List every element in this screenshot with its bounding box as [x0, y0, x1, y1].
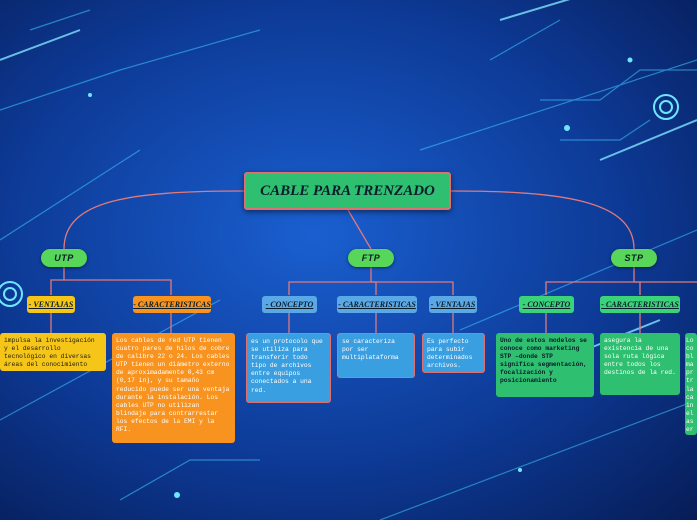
stp-concepto-tag[interactable]: - CONCEPTO	[519, 296, 574, 313]
utp-caracteristicas-tag[interactable]: - CARACTERISTICAS	[133, 296, 211, 313]
root-node-title[interactable]: CABLE PARA TRENZADO	[244, 172, 451, 210]
stp-caracteristicas-tag[interactable]: - CARACTERISTICAS	[600, 296, 680, 313]
branch-stp[interactable]: STP	[611, 249, 657, 267]
utp-caracteristicas-text: Los cables de red UTP tienen cuatro pare…	[112, 333, 235, 443]
ftp-ventajas-tag[interactable]: - VENTAJAS	[429, 296, 477, 313]
ftp-caracteristicas-tag[interactable]: - CARACTERISTICAS	[337, 296, 417, 313]
ftp-caracteristicas-text: se caracteriza por ser multiplataforma	[337, 333, 415, 378]
ftp-concepto-tag[interactable]: - CONCEPTO	[262, 296, 317, 313]
stp-concepto-text: Uno de estos modelos se conoce como mark…	[496, 333, 594, 397]
stp-extra-text: Lo co bl ma pr tr la ca in el as er	[685, 333, 697, 435]
branch-ftp[interactable]: FTP	[348, 249, 394, 267]
utp-ventajas-tag[interactable]: - VENTAJAS	[27, 296, 75, 313]
ftp-ventajas-text: Es perfecto para subir determinados arch…	[422, 333, 485, 373]
stp-caracteristicas-text: asegura la existencia de una sola ruta l…	[600, 333, 680, 395]
utp-ventajas-text: impulsa la investigación y el desarrollo…	[0, 333, 106, 371]
ftp-concepto-text: es un protocolo que se utiliza para tran…	[246, 333, 331, 403]
branch-utp[interactable]: UTP	[41, 249, 87, 267]
